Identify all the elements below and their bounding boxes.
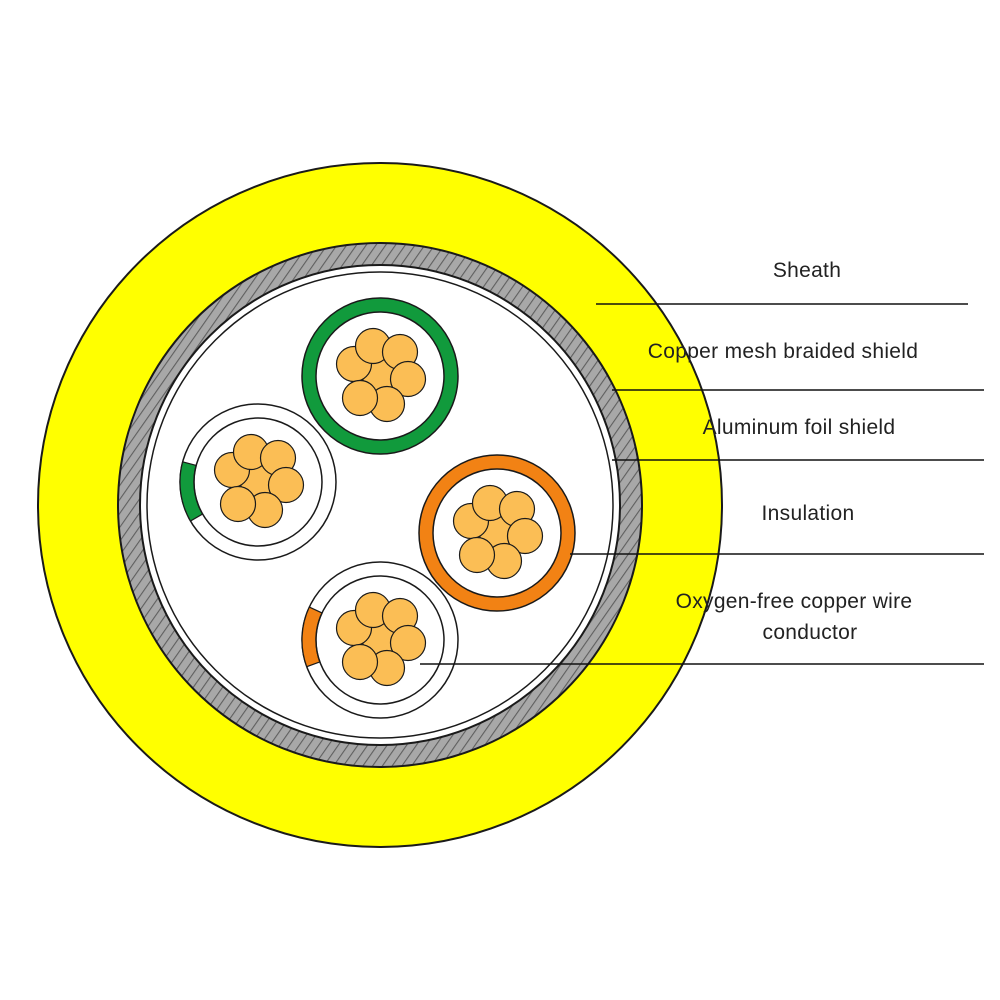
conductor-white-orange-core [301,561,459,719]
copper-strand [341,379,379,417]
foil-inner-edge [146,271,614,739]
conductor-green-core [301,297,459,455]
label-sheath: Sheath [773,259,841,282]
copper-strand [341,643,379,681]
leader-lines [420,303,984,665]
copper-strand [389,360,427,398]
label-conductor-line1: Oxygen-free copper wire [676,590,913,613]
insulation-inner [315,575,445,705]
label-conductor-line2: conductor [763,621,858,644]
insulation-inner [193,417,323,547]
label-braided-shield: Copper mesh braided shield [648,340,918,363]
copper-strand [506,517,544,555]
copper-strand [389,624,427,662]
copper-strand [219,485,257,523]
copper-strand [267,466,305,504]
foil-shield-layer [139,264,621,746]
conductor-white-green-core [179,403,337,561]
label-foil-shield: Aluminum foil shield [703,416,896,439]
label-insulation: Insulation [762,502,855,525]
copper-strand [458,536,496,574]
conductor-orange-core [418,454,576,612]
